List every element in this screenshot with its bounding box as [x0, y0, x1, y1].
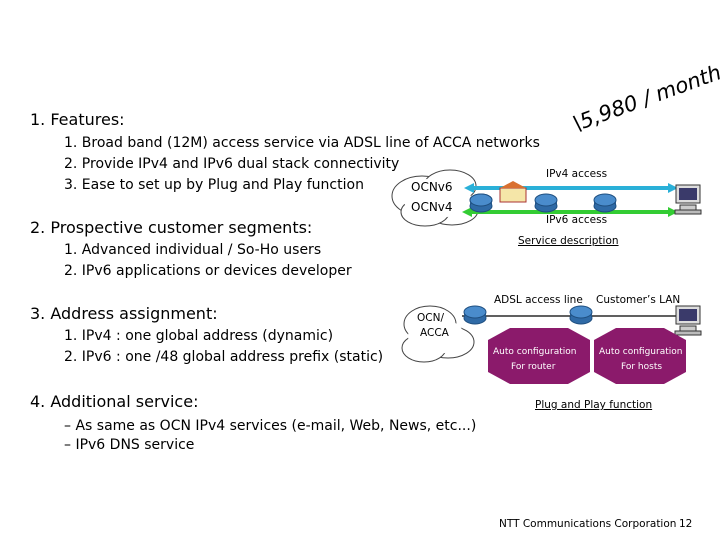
router-icon [469, 193, 493, 213]
address-item-1: 1. IPv4 : one global address (dynamic) [64, 328, 334, 344]
computer-icon [674, 305, 702, 336]
ipv4-access-label: IPv4 access [546, 168, 608, 180]
auto-config-router-arrow [488, 328, 590, 384]
router-icon [569, 305, 593, 325]
feature-item-2: 2. Provide IPv4 and IPv6 dual stack conn… [64, 156, 400, 172]
router-icon [593, 193, 617, 213]
additional-item-2: – IPv6 DNS service [64, 437, 195, 453]
ipv6-access-label: IPv6 access [546, 214, 608, 226]
auto-config-router-line1: Auto configuration [493, 347, 577, 357]
ocn-cloud-upper [391, 169, 479, 227]
address-item-2: 2. IPv6 : one /48 global address prefix … [64, 349, 384, 365]
computer-icon [674, 184, 702, 215]
segment-item-1: 1. Advanced individual / So-Ho users [64, 242, 322, 258]
section-title-additional: 4. Additional service: [30, 392, 199, 411]
section-title-segments: 2. Prospective customer segments: [30, 218, 313, 237]
ocnv4-label: OCNv4 [411, 200, 453, 214]
segment-item-2: 2. IPv6 applications or devices develope… [64, 263, 352, 279]
ocnv6-label: OCNv6 [411, 180, 453, 194]
ocn-acca-cloud [401, 305, 475, 363]
feature-item-3: 3. Ease to set up by Plug and Play funct… [64, 177, 364, 193]
acca-label: ACCA [420, 327, 449, 339]
ocn-label: OCN/ [417, 312, 444, 324]
auto-config-router-line2: For router [511, 362, 556, 372]
footer-company: NTT Communications Corporation [499, 518, 677, 530]
customers-lan-label: Customer’s LAN [596, 294, 681, 306]
router-icon [534, 193, 558, 213]
auto-config-hosts-line2: For hosts [621, 362, 663, 372]
auto-config-hosts-line1: Auto configuration [599, 347, 683, 357]
service-description-link[interactable]: Service description [518, 235, 619, 247]
page-number: 12 [679, 518, 693, 530]
section-title-features: 1. Features: [30, 110, 125, 129]
plug-and-play-link[interactable]: Plug and Play function [535, 399, 653, 411]
modem-icon [499, 181, 527, 203]
auto-config-hosts-arrow [594, 328, 686, 384]
router-icon [463, 305, 487, 325]
adsl-access-line-label: ADSL access line [494, 294, 583, 306]
section-title-address: 3. Address assignment: [30, 304, 218, 323]
additional-item-1: – As same as OCN IPv4 services (e-mail, … [64, 418, 477, 434]
feature-item-1: 1. Broad band (12M) access service via A… [64, 135, 540, 151]
